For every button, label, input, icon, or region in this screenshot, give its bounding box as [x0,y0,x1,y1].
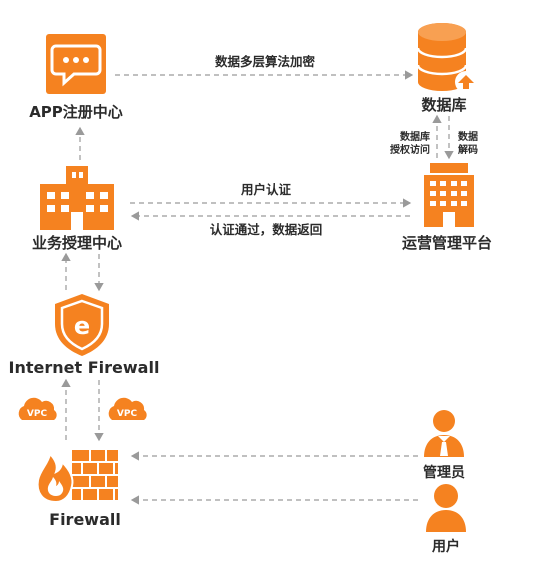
chat-bubble-icon [46,34,106,94]
user-node: 用户 [426,484,466,555]
svg-text:e: e [74,312,90,340]
internet-firewall-label: Internet Firewall [9,358,160,377]
admin-person-icon [424,410,464,457]
edge-biz-to-ops-label: 用户认证 [240,182,292,197]
edge-app-to-db-label: 数据多层算法加密 [214,54,316,69]
operations-platform-node: 运营管理平台 [402,163,492,252]
user-person-icon [426,484,466,532]
cloud-icon [108,397,147,420]
cloud-icon [18,397,57,420]
firewall-label: Firewall [49,510,121,529]
app-registry-node: APP注册中心 [29,34,123,121]
firewall-node: Firewall [36,450,121,529]
business-center-node: 业务授理中心 [32,166,122,252]
database-icon [416,23,477,93]
edge-db-auth-label-1: 数据库 [400,130,430,143]
internet-firewall-node: e Internet Firewall [9,294,160,377]
admin-label: 管理员 [423,464,465,481]
vpc-badge-left: VPC [18,397,57,420]
app-registry-label: APP注册中心 [29,103,123,121]
office-building-icon [424,163,474,227]
operations-platform-label: 运营管理平台 [402,234,492,252]
building-icon [40,166,114,230]
edge-db-auth-label-2: 授权访问 [390,143,430,156]
edge-db-decrypt-label-1: 数据 [458,130,478,143]
vpc-left-label: VPC [27,409,48,419]
user-label: 用户 [432,538,460,555]
business-center-label: 业务授理中心 [32,234,122,252]
edge-db-decrypt-label-2: 解码 [458,143,478,156]
shield-e-icon: e [55,294,109,356]
edge-ops-to-biz-label: 认证通过，数据返回 [210,222,323,237]
admin-node: 管理员 [423,410,465,481]
database-node: 数据库 [416,23,477,114]
vpc-badge-right: VPC [108,397,147,420]
vpc-right-label: VPC [117,409,138,419]
database-label: 数据库 [421,96,466,114]
firewall-icon [36,450,118,504]
